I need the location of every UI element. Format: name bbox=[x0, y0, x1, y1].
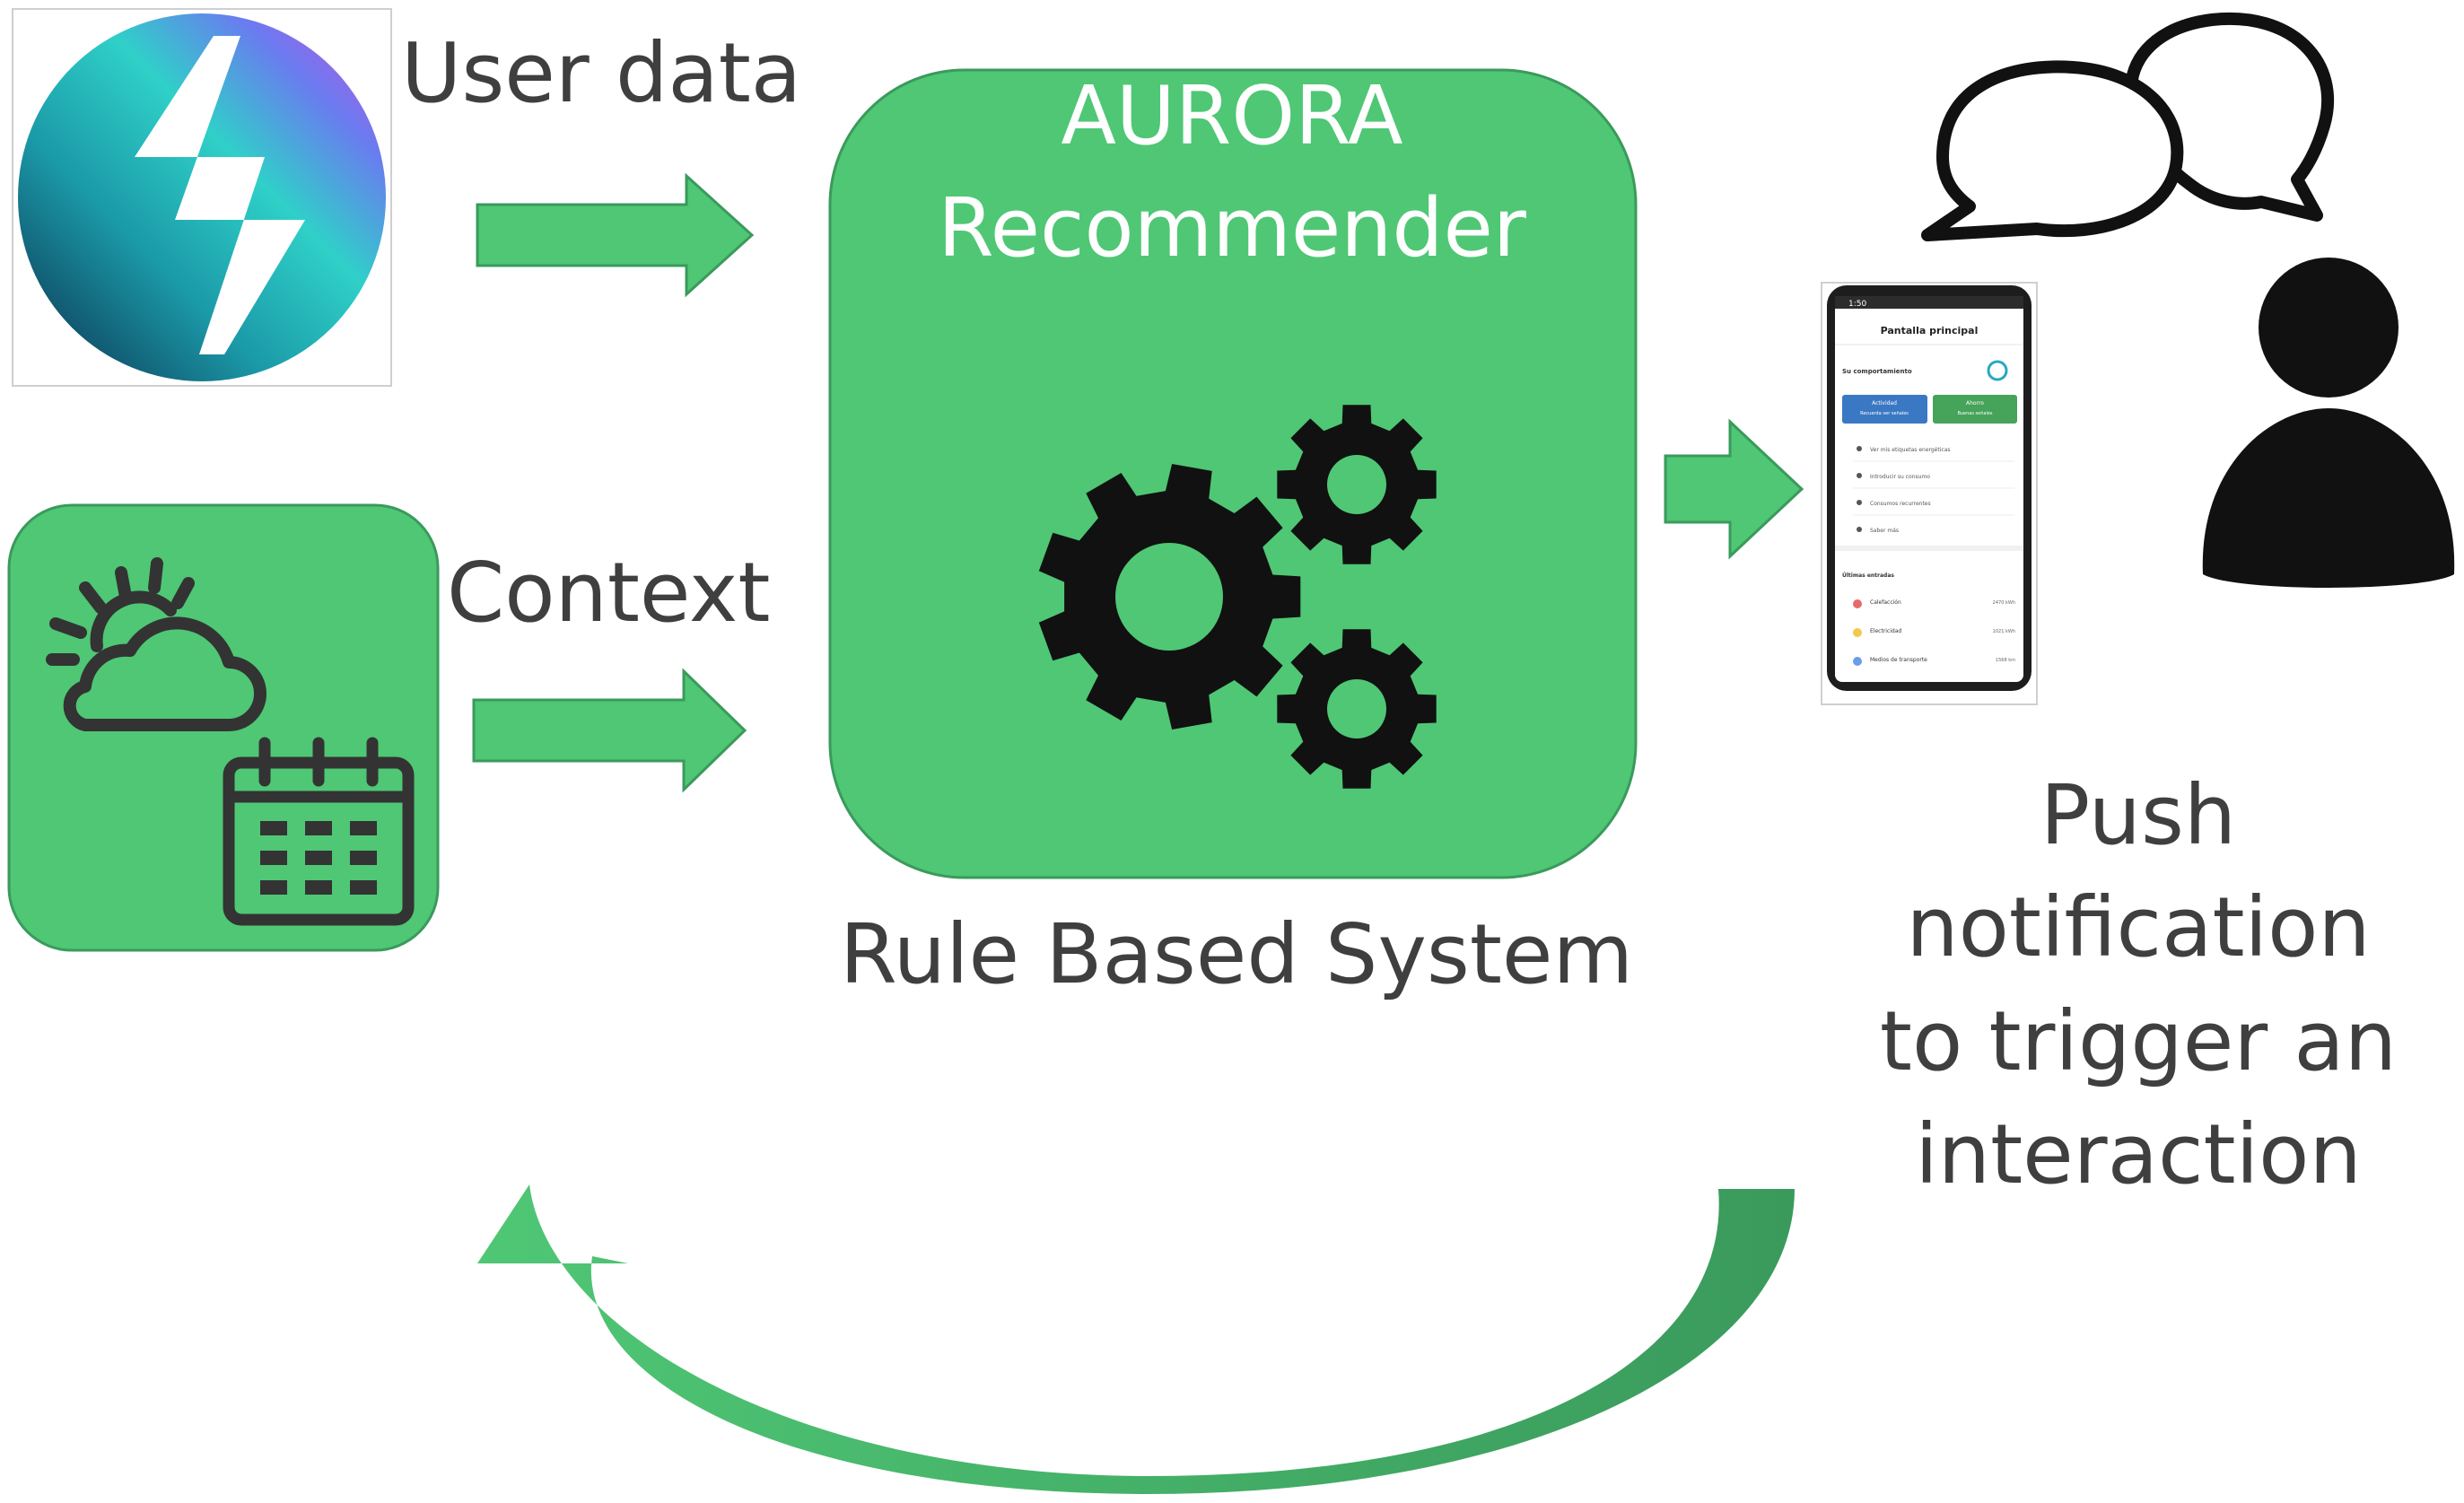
phone-entry-value: 2470 kWh bbox=[1993, 600, 2015, 606]
arrow-context-to-recommender bbox=[472, 668, 747, 793]
phone-menu-item: Consumos recurrentes bbox=[1870, 501, 1931, 507]
phone-card-blue-sub: Recuerda ver señales bbox=[1860, 411, 1909, 416]
phone-title: Pantalla principal bbox=[1881, 325, 1979, 336]
label-context: Context bbox=[447, 545, 770, 641]
label-push-notification: Push notification to trigger an interact… bbox=[1880, 767, 2397, 1202]
arrow-recommender-to-phone bbox=[1664, 418, 1804, 560]
phone-menu-item: Introducir su consumo bbox=[1870, 474, 1930, 480]
feedback-curved-arrow-icon bbox=[477, 1184, 1795, 1494]
phone-entry-value: 1568 km bbox=[1996, 658, 2015, 663]
phone-entries: Calefacción 2470 kWh Electricidad 1021 k… bbox=[1853, 599, 2015, 666]
push-line-1: Push bbox=[2040, 767, 2236, 863]
gear-shape bbox=[1277, 629, 1437, 789]
phone-menu-item: Saber más bbox=[1870, 528, 1899, 534]
phone-card-blue-title: Actividad bbox=[1872, 400, 1897, 406]
push-line-3: to trigger an bbox=[1880, 993, 2397, 1089]
aurora-logo-icon bbox=[12, 8, 392, 387]
calendar-icon bbox=[223, 737, 415, 926]
recommender-box: AURORA Recommender bbox=[828, 68, 1638, 879]
phone-entry-name: Medios de transporte bbox=[1870, 657, 1927, 663]
push-line-2: notification bbox=[1906, 879, 2370, 975]
weather-sun-cloud-icon bbox=[46, 557, 266, 731]
context-icon-box bbox=[7, 503, 440, 952]
gears-icon bbox=[1038, 405, 1437, 789]
person-icon bbox=[2202, 258, 2455, 588]
label-user-data: User data bbox=[401, 25, 801, 121]
push-line-4: interaction bbox=[1915, 1106, 2362, 1202]
phone-status-time: 1:50 bbox=[1848, 300, 1866, 309]
phone-entry-value: 1021 kWh bbox=[1993, 629, 2015, 634]
label-rule-based-system: Rule Based System bbox=[840, 906, 1633, 1002]
gear-shape bbox=[1038, 464, 1301, 730]
recommender-title-line2: Recommender bbox=[938, 181, 1526, 275]
speech-bubbles-icon bbox=[1921, 12, 2335, 241]
smartphone-icon: 1:50 Pantalla principal Su comportamient… bbox=[1821, 282, 2038, 705]
phone-card-green-title: Ahorro bbox=[1966, 400, 1984, 406]
phone-menu: Ver mis etiquetas energéticas Introducir… bbox=[1853, 446, 2014, 534]
gear-shape bbox=[1277, 405, 1437, 564]
phone-menu-item: Ver mis etiquetas energéticas bbox=[1870, 447, 1951, 453]
phone-entries-header: Últimas entradas bbox=[1842, 572, 1894, 579]
phone-entry-name: Electricidad bbox=[1870, 628, 1901, 634]
arrow-user-data-to-recommender bbox=[476, 172, 755, 298]
recommender-title-line1: AURORA bbox=[1061, 69, 1402, 163]
phone-section: Su comportamiento bbox=[1842, 368, 1912, 375]
phone-card-green-sub: Buenas señales bbox=[1957, 411, 1992, 416]
phone-entry-name: Calefacción bbox=[1870, 599, 1901, 606]
